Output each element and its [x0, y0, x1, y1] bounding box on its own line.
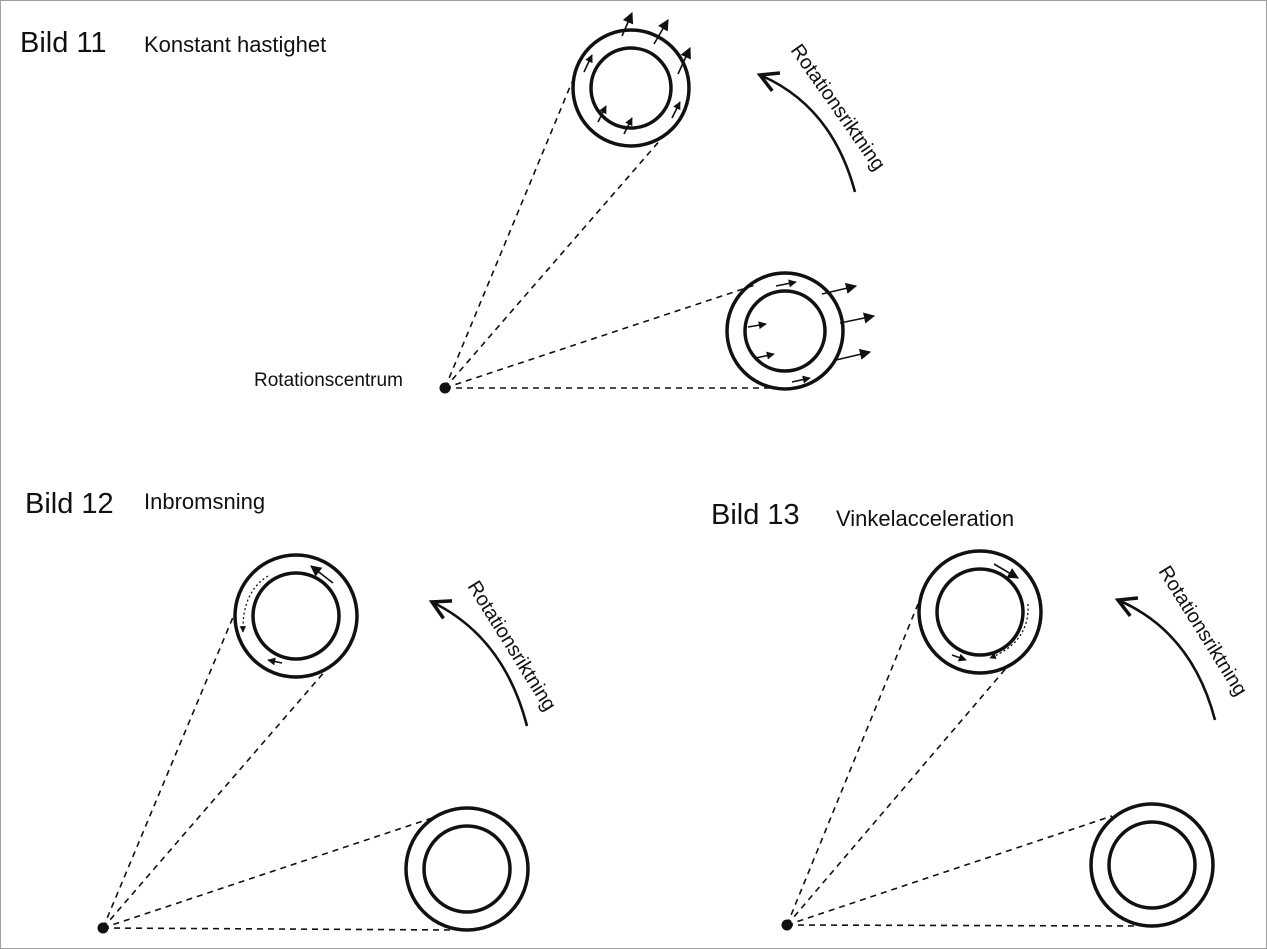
- rotation-center-dot: [781, 919, 793, 931]
- velocity-arrow: [755, 351, 775, 360]
- velocity-arrow: [677, 46, 691, 75]
- velocity-arrow: [747, 321, 767, 330]
- inner-ring: [1107, 820, 1197, 910]
- rotation-direction-label: Rotationsriktning: [1154, 562, 1252, 700]
- velocity-arrow: [671, 101, 681, 119]
- velocity-arrow: [835, 348, 872, 361]
- radius-line: [444, 81, 573, 389]
- rotation-direction-label: Rotationsriktning: [463, 577, 561, 715]
- rotation-direction-arrow: [756, 71, 857, 193]
- outer-ring: [725, 271, 845, 391]
- wheel-lower: [404, 806, 530, 932]
- radius-line: [102, 609, 237, 929]
- rotation-center-label: Rotationscentrum: [254, 370, 403, 391]
- radius-line: [102, 669, 327, 929]
- rotation-center-dot: [97, 922, 109, 934]
- rotation-direction-arrow: [1114, 596, 1217, 721]
- panel-caption: Konstant hastighet: [144, 32, 326, 57]
- deceleration-arrow: [267, 657, 283, 666]
- rotation-center-dot: [439, 382, 451, 394]
- outer-ring: [917, 549, 1043, 675]
- wheel-upper: [233, 553, 359, 679]
- radius-line: [786, 665, 1009, 926]
- velocity-arrow: [597, 105, 607, 123]
- outer-ring: [233, 553, 359, 679]
- panel-bild-11: Bild 11 Konstant hastighet Rotationscent…: [20, 11, 889, 394]
- velocity-arrow: [623, 117, 633, 135]
- radius-line: [786, 815, 1113, 926]
- wheel-upper: [571, 11, 691, 148]
- panel-label: Bild 13: [711, 499, 800, 531]
- radius-line: [444, 137, 663, 389]
- panel-bild-12: Bild 12 Inbromsning Rotationsriktning: [25, 488, 560, 934]
- panel-label: Bild 12: [25, 488, 114, 520]
- panel-caption: Inbromsning: [144, 489, 265, 514]
- velocity-arrow: [621, 11, 634, 37]
- deceleration-arrow: [310, 565, 334, 584]
- deceleration-arc: [239, 575, 269, 633]
- inner-ring: [589, 46, 673, 130]
- inner-ring: [935, 567, 1025, 657]
- velocity-arrow: [791, 375, 811, 384]
- panel-label: Bild 11: [20, 27, 107, 59]
- panel-caption: Vinkelacceleration: [836, 506, 1014, 531]
- wheel-lower: [725, 271, 876, 391]
- acceleration-arrow: [993, 563, 1019, 579]
- wheel-lower: [1089, 802, 1215, 928]
- velocity-arrow: [821, 282, 858, 295]
- outer-ring: [571, 28, 691, 148]
- velocity-arrow: [583, 54, 593, 73]
- velocity-arrow: [839, 312, 876, 324]
- inner-ring: [251, 571, 341, 661]
- panel-bild-13: Bild 13 Vinkelacceleration Rotationsrikt…: [711, 499, 1251, 931]
- acceleration-arc: [989, 603, 1029, 659]
- velocity-arrow: [653, 19, 669, 45]
- radius-line: [444, 283, 759, 389]
- radius-line: [786, 924, 1137, 927]
- wheel-upper: [917, 549, 1043, 675]
- radius-line: [102, 817, 433, 929]
- outer-ring: [404, 806, 530, 932]
- outer-ring: [1089, 802, 1215, 928]
- radius-line: [102, 927, 453, 931]
- inner-ring: [422, 824, 512, 914]
- inner-ring: [743, 289, 827, 373]
- acceleration-arrow: [951, 653, 967, 662]
- rotation-direction-label: Rotationsriktning: [786, 40, 889, 175]
- velocity-arrow: [775, 279, 797, 288]
- radius-line: [786, 603, 919, 926]
- rotation-direction-arrow: [428, 599, 529, 727]
